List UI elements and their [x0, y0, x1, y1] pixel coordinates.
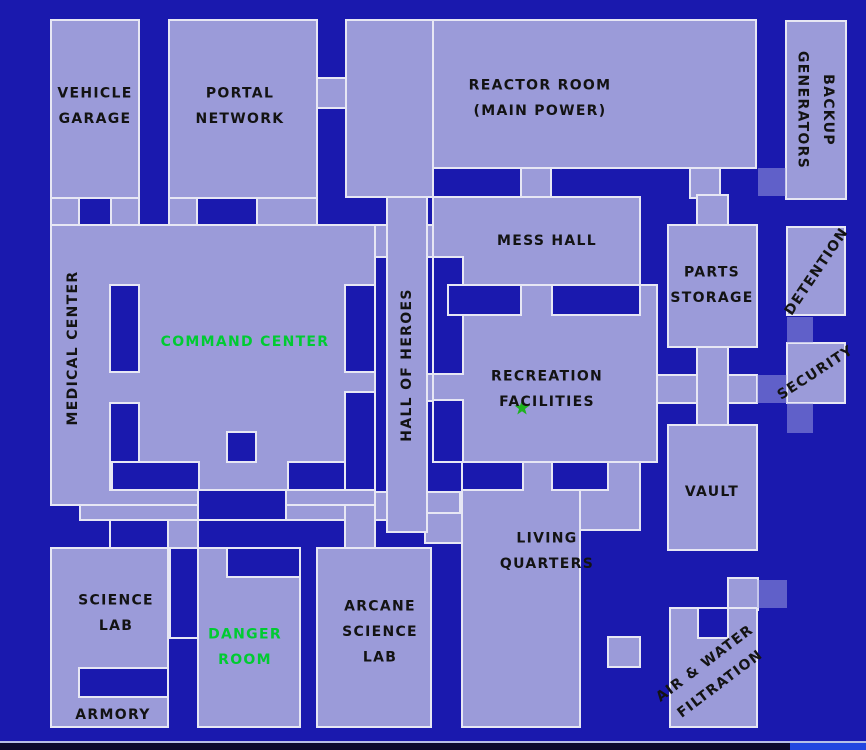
science-lab-label-text: SCIENCE — [78, 592, 154, 608]
room-detention — [786, 226, 846, 316]
bottom-edge-accent — [790, 743, 866, 750]
corridor — [696, 194, 729, 228]
living-quarters-label-text: LIVING — [516, 530, 577, 546]
hall-of-heroes-label: HALL OF HEROES — [399, 288, 415, 441]
danger-room-label-text: DANGER — [208, 626, 282, 642]
portal-network-label-text: PORTAL — [206, 85, 274, 101]
wall — [226, 547, 301, 578]
wall — [169, 547, 199, 639]
vault-label-text: VAULT — [685, 484, 739, 500]
star-marker-icon — [514, 400, 530, 415]
wall — [344, 391, 376, 491]
command-center-label: COMMAND CENTER — [161, 334, 330, 350]
wall — [287, 461, 346, 491]
wall — [447, 284, 522, 316]
room-portal-network — [168, 19, 318, 199]
backup-generators-label: BACKUP GENERATORS — [794, 51, 836, 169]
armory-label-text: ARMORY — [75, 707, 150, 723]
room-parts-storage — [667, 224, 758, 348]
danger-room-label: DANGER ROOM — [208, 626, 282, 668]
corridor — [689, 167, 721, 199]
doorway-connector — [757, 375, 787, 403]
bottom-edge-line — [0, 741, 866, 743]
doorway-connector — [787, 317, 813, 343]
wall — [461, 461, 524, 491]
wall — [226, 431, 257, 463]
wall — [109, 284, 140, 373]
corridor — [256, 196, 318, 229]
wall — [697, 607, 729, 639]
corridor — [316, 77, 348, 109]
medical-center-label-text: MEDICAL CENTER — [65, 271, 81, 426]
arcane-science-lab-label-text: LAB — [363, 650, 397, 666]
recreation-facilities-label-text: RECREATION — [491, 368, 603, 384]
living-quarters-label-text: QUARTERS — [500, 556, 594, 572]
reactor-room-label: REACTOR ROOM (MAIN POWER) — [469, 77, 612, 119]
room-backup-generators — [785, 20, 847, 200]
living-quarters-label: LIVING QUARTERS — [500, 530, 594, 572]
mess-hall-label-text: MESS HALL — [497, 233, 597, 249]
armory-label: ARMORY — [75, 707, 150, 723]
wall — [197, 489, 287, 521]
room-hall-of-heroes — [386, 196, 428, 533]
backup-generators-label-text: BACKUP — [820, 74, 836, 146]
portal-network-label: PORTAL NETWORK — [196, 85, 285, 127]
parts-storage-label: PARTS STORAGE — [670, 264, 753, 306]
doorway-connector — [758, 168, 786, 196]
room-living-quarters — [461, 461, 581, 728]
portal-network-label-text: NETWORK — [196, 111, 285, 127]
room-vault — [667, 424, 758, 551]
mess-hall-label: MESS HALL — [497, 233, 597, 249]
parts-storage-label-text: STORAGE — [670, 290, 753, 306]
doorway-connector — [787, 403, 813, 433]
corridor — [168, 196, 198, 229]
wall — [78, 667, 169, 698]
room-reactor-room — [345, 19, 434, 198]
danger-room-label-text: ROOM — [218, 652, 272, 668]
corridor — [696, 346, 729, 436]
vehicle-garage-label-text: GARAGE — [59, 111, 132, 127]
science-lab-label: SCIENCE LAB — [78, 592, 154, 634]
vehicle-garage-label-text: VEHICLE — [57, 85, 132, 101]
arcane-science-lab-label: ARCANE SCIENCE LAB — [342, 599, 418, 666]
doorway-connector — [757, 580, 787, 608]
recreation-facilities-label-text: FACILITIES — [499, 394, 595, 410]
science-lab-label-text: LAB — [99, 618, 133, 634]
corridor — [167, 519, 199, 551]
wall — [551, 284, 641, 316]
vehicle-garage-label: VEHICLE GARAGE — [57, 85, 132, 127]
wall — [111, 461, 200, 491]
corridor — [110, 196, 140, 229]
room-vehicle-garage — [50, 19, 140, 199]
reactor-room-label-text: REACTOR ROOM — [469, 77, 612, 93]
room-small-room — [607, 636, 641, 668]
bottom-edge-bar — [0, 743, 866, 750]
vault-label: VAULT — [685, 484, 739, 500]
room-command-center — [50, 224, 376, 506]
wall — [109, 519, 169, 549]
room-science-lab — [50, 547, 169, 728]
backup-generators-label-text: GENERATORS — [794, 51, 810, 169]
corridor — [50, 196, 80, 229]
reactor-room-label-text: (MAIN POWER) — [474, 103, 607, 119]
wall — [432, 399, 464, 463]
room-security — [786, 342, 846, 404]
arcane-science-lab-label-text: ARCANE — [344, 599, 416, 615]
arcane-science-lab-label-text: SCIENCE — [342, 624, 418, 640]
wall — [344, 284, 376, 373]
recreation-facilities-label: RECREATION FACILITIES — [491, 368, 603, 410]
room-mess-hall — [432, 196, 641, 286]
corridor — [727, 577, 759, 611]
command-center-label-text: COMMAND CENTER — [161, 334, 330, 350]
corridor — [424, 512, 463, 544]
wall — [551, 461, 609, 491]
medical-center-label: MEDICAL CENTER — [65, 271, 81, 426]
corridor — [520, 167, 552, 201]
parts-storage-label-text: PARTS — [684, 264, 740, 280]
hall-of-heroes-label-text: HALL OF HEROES — [399, 288, 415, 441]
room-arcane-science-lab — [316, 547, 432, 728]
